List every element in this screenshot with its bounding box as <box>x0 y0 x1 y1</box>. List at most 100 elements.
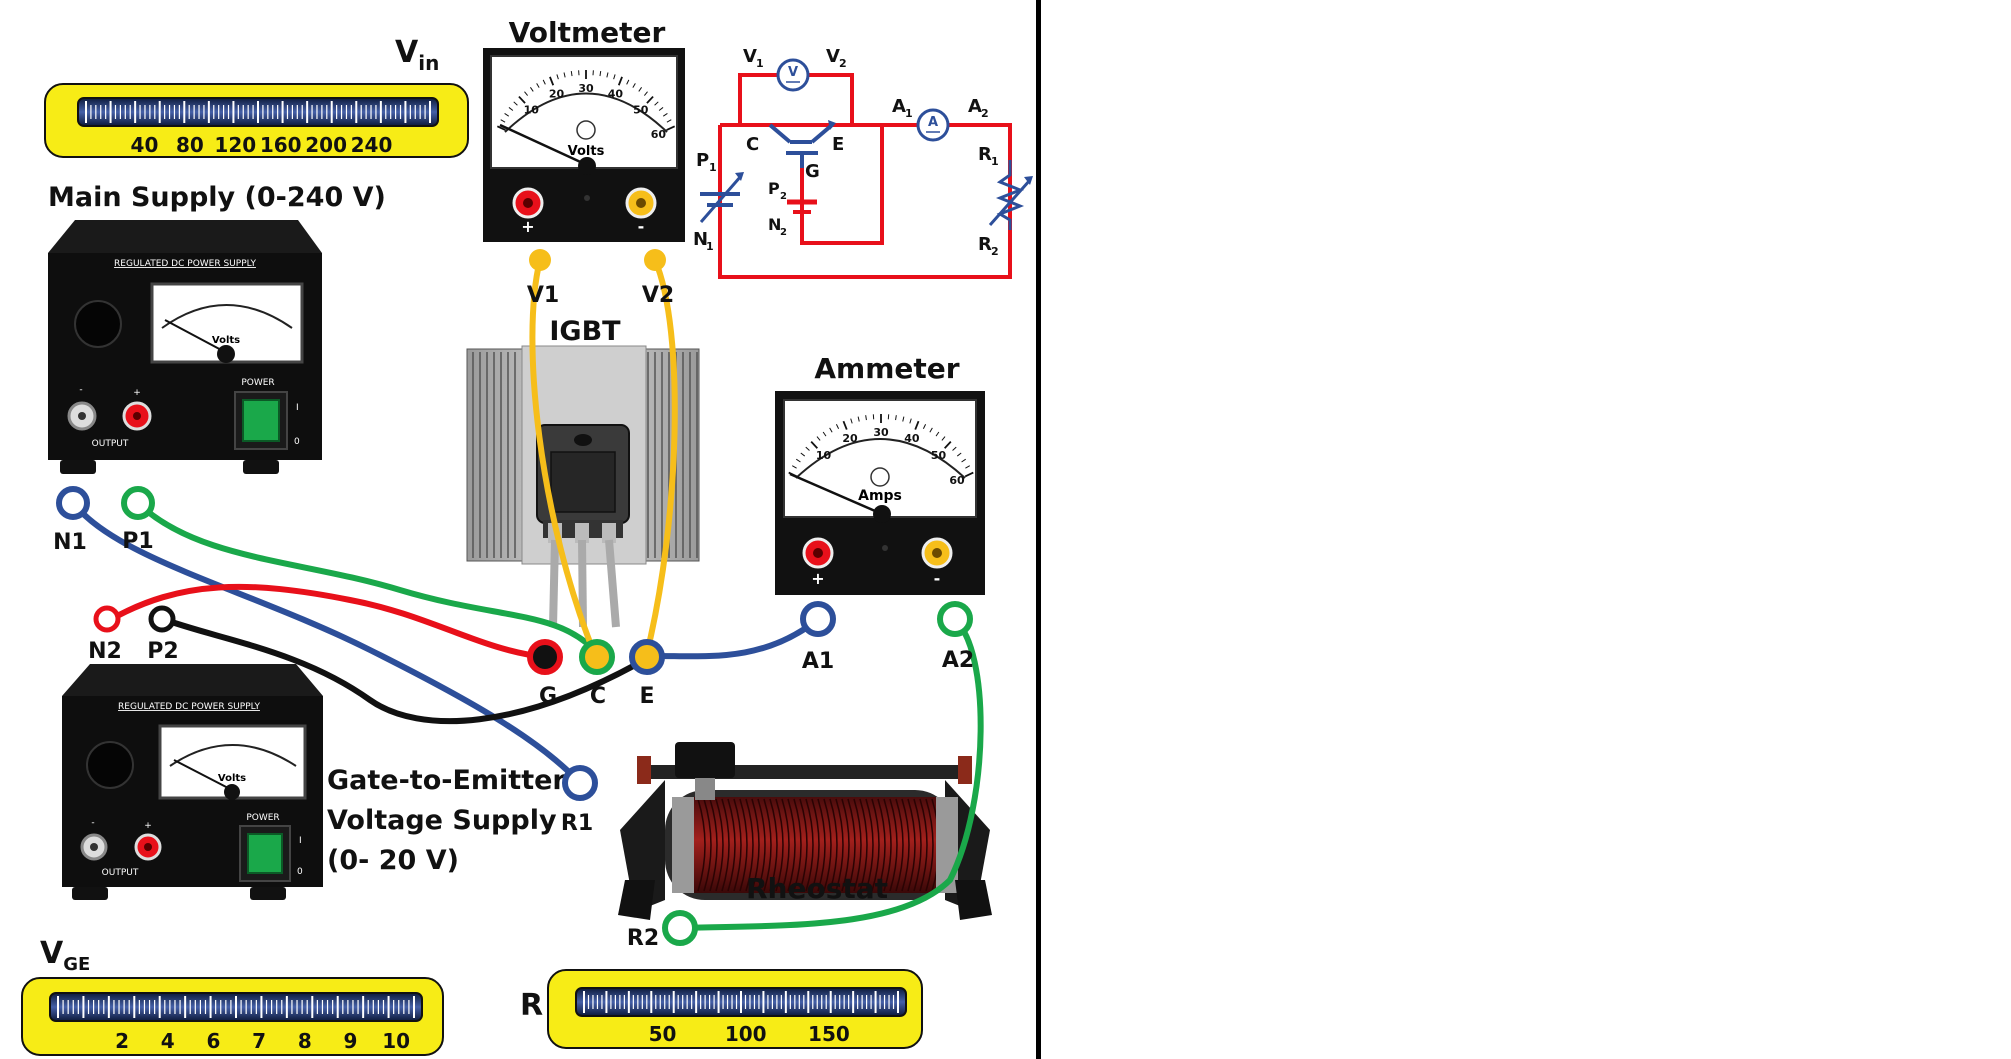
meter-tick <box>961 458 966 463</box>
slider-tick-label: 50 <box>649 1022 677 1046</box>
slider-tick-label: 80 <box>176 133 204 157</box>
meter-tick <box>638 87 643 92</box>
meter-tick <box>800 452 806 457</box>
terminal-r2[interactable] <box>662 910 698 946</box>
slider-tick-label: 10 <box>382 1029 410 1053</box>
gate-supply-knob[interactable] <box>86 741 134 789</box>
svg-text:POWER: POWER <box>246 813 279 823</box>
main-supply-knob[interactable] <box>74 300 122 348</box>
meter-tick <box>643 91 648 96</box>
meter-tick <box>529 87 534 92</box>
slider-tick-label: 160 <box>260 133 302 157</box>
terminal-v1[interactable] <box>529 249 551 271</box>
meter-tick <box>570 71 573 77</box>
terminal-a2[interactable] <box>937 601 973 637</box>
label-n1: N1 <box>53 530 87 555</box>
svg-text:2: 2 <box>839 57 847 70</box>
meter-tick <box>549 76 555 86</box>
meter-tick <box>796 458 801 463</box>
slider-tick-label: 100 <box>725 1022 767 1046</box>
label-n2: N2 <box>88 639 122 664</box>
gate-supply-title-2: Voltage Supply <box>327 805 557 836</box>
meter-tick <box>666 119 672 123</box>
terminal-e[interactable] <box>629 639 665 675</box>
meter-tick <box>606 72 609 78</box>
rheostat-slider[interactable] <box>675 742 735 778</box>
meter-tick <box>935 431 940 437</box>
svg-text:P: P <box>696 150 709 171</box>
main-supply: Main Supply (0-240 V) REGULATED DC POWER… <box>48 182 386 474</box>
meter-tick <box>922 424 927 429</box>
meter-scale-label: 50 <box>931 449 947 462</box>
terminal-g[interactable] <box>527 639 563 675</box>
meter-tick <box>626 79 630 85</box>
igbt-title: IGBT <box>549 316 621 347</box>
svg-text:P: P <box>768 179 780 198</box>
svg-text:I: I <box>296 403 299 413</box>
svg-text:A: A <box>892 96 906 117</box>
svg-text:1: 1 <box>905 107 913 120</box>
terminal-v2[interactable] <box>644 249 666 271</box>
meter-scale-label: 50 <box>633 104 649 117</box>
terminal-c[interactable] <box>579 639 615 675</box>
meter-tick <box>929 427 933 433</box>
svg-text:A: A <box>968 96 982 117</box>
meter-tick <box>504 113 510 117</box>
label-v2: V2 <box>642 283 674 308</box>
meter-tick <box>646 95 654 104</box>
terminal-a1[interactable] <box>800 601 836 637</box>
label-g: G <box>539 684 557 709</box>
gate-supply-power-switch[interactable] <box>247 833 283 874</box>
meter-tick <box>895 415 897 421</box>
rheostat-title: Rheostat <box>746 872 888 905</box>
svg-text:OUTPUT: OUTPUT <box>102 868 139 878</box>
terminal-r1[interactable] <box>562 765 598 801</box>
label-a1: A1 <box>802 649 834 674</box>
svg-text:2: 2 <box>981 107 989 120</box>
label-e: E <box>639 684 654 709</box>
meter-scale-label: 40 <box>608 88 624 101</box>
slider-tick-label: 9 <box>344 1029 358 1053</box>
rheostat: Rheostat <box>618 742 992 920</box>
svg-text:E: E <box>832 134 844 155</box>
voltmeter-title: Voltmeter <box>509 16 666 49</box>
ammeter-title: Ammeter <box>814 352 959 385</box>
terminal-p2[interactable] <box>148 605 176 633</box>
meter-tick <box>829 427 833 433</box>
svg-text:N: N <box>693 229 708 250</box>
svg-text:-: - <box>638 217 645 236</box>
svg-text:2: 2 <box>780 191 787 202</box>
r-slider-ticks <box>583 991 899 1013</box>
meter-tick <box>658 107 664 111</box>
meter-tick <box>842 420 848 430</box>
label-p2: P2 <box>147 639 178 664</box>
label-c: C <box>590 684 606 709</box>
r-label: R <box>520 988 543 1023</box>
voltmeter-unit: Volts <box>568 144 605 159</box>
svg-text:0: 0 <box>294 437 300 447</box>
meter-tick <box>632 83 636 88</box>
svg-text:2: 2 <box>991 245 999 258</box>
svg-text:0: 0 <box>297 867 303 877</box>
terminal-n1[interactable] <box>56 486 90 520</box>
main-supply-power-switch[interactable] <box>242 399 280 442</box>
meter-tick <box>524 91 529 96</box>
meter-tick <box>617 76 623 86</box>
meter-tick <box>500 119 506 123</box>
svg-text:+: + <box>521 217 534 236</box>
meter-tick <box>666 125 676 131</box>
slider-tick-label: 2 <box>115 1029 129 1053</box>
meter-tick <box>965 465 971 469</box>
terminal-p1[interactable] <box>121 486 155 520</box>
terminal-n2[interactable] <box>93 605 121 633</box>
svg-text:1: 1 <box>706 240 714 253</box>
meter-tick <box>964 471 974 478</box>
